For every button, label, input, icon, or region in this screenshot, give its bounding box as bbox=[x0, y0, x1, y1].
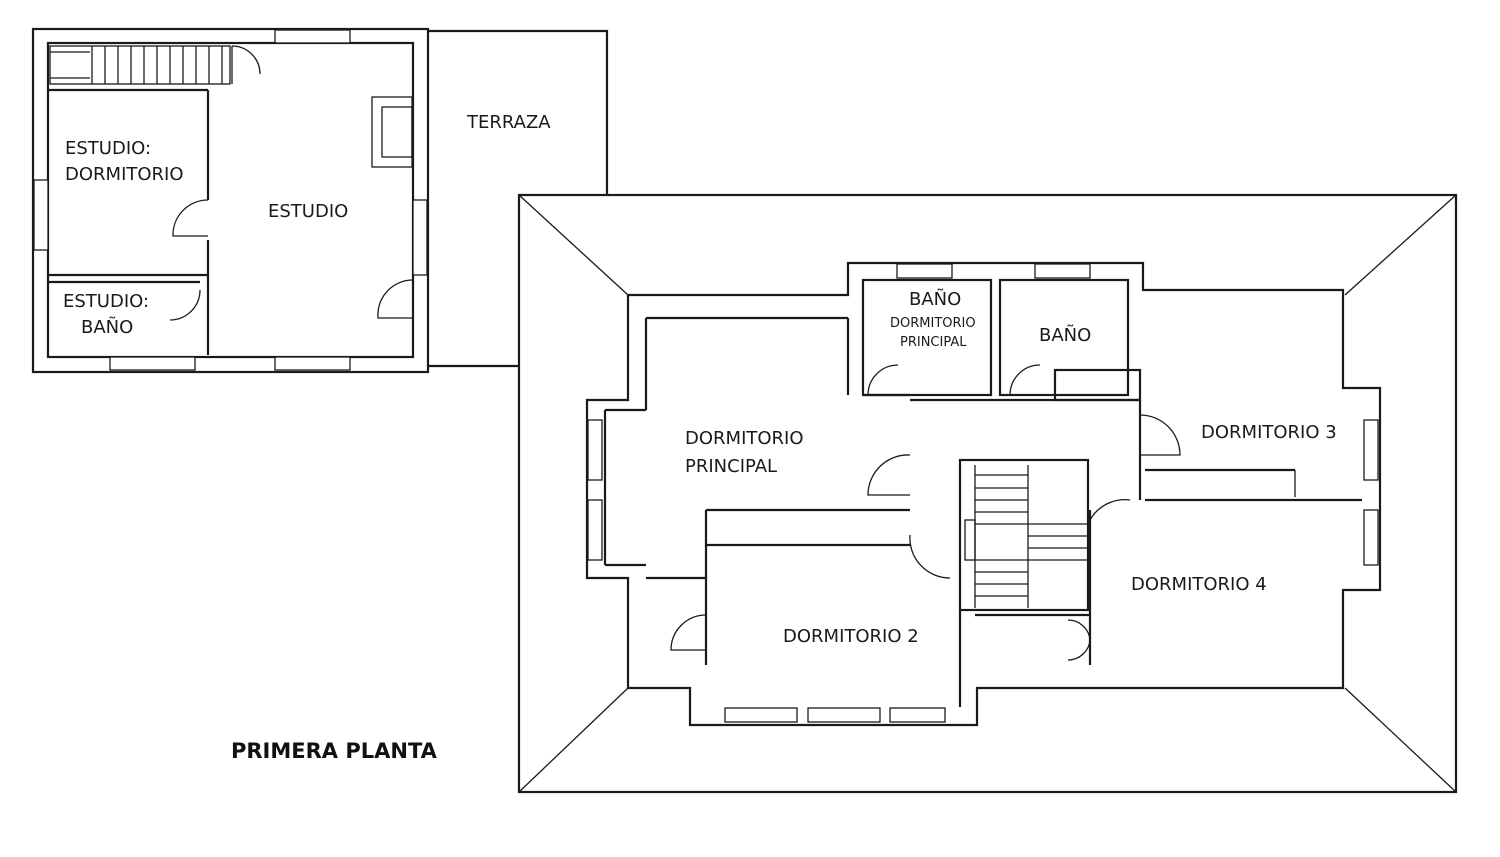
plan-title: PRIMERA PLANTA bbox=[231, 739, 438, 763]
label-estudio: ESTUDIO bbox=[268, 201, 348, 222]
label-dormitorio-principal-2: PRINCIPAL bbox=[685, 456, 777, 477]
label-estudio-bano-2: BAÑO bbox=[81, 316, 133, 338]
label-dormitorio-2: DORMITORIO 2 bbox=[783, 626, 919, 647]
label-bano-principal-2: DORMITORIO bbox=[890, 316, 976, 331]
main-stair bbox=[958, 458, 1090, 612]
label-bano: BAÑO bbox=[1039, 324, 1091, 346]
studio-stair bbox=[49, 45, 261, 85]
studio-building bbox=[31, 27, 609, 374]
label-estudio-dormitorio-2: DORMITORIO bbox=[65, 164, 184, 185]
label-terraza: TERRAZA bbox=[466, 112, 551, 133]
room-labels: ESTUDIO: DORMITORIO ESTUDIO ESTUDIO: BAÑ… bbox=[63, 112, 1337, 647]
label-dormitorio-3: DORMITORIO 3 bbox=[1201, 422, 1337, 443]
label-estudio-dormitorio: ESTUDIO: bbox=[65, 138, 151, 159]
label-dormitorio-4: DORMITORIO 4 bbox=[1131, 574, 1267, 595]
label-bano-principal-3: PRINCIPAL bbox=[900, 335, 967, 350]
label-dormitorio-principal: DORMITORIO bbox=[685, 428, 804, 449]
label-bano-principal: BAÑO bbox=[909, 288, 961, 310]
label-estudio-bano: ESTUDIO: bbox=[63, 291, 149, 312]
main-building bbox=[517, 193, 1458, 794]
